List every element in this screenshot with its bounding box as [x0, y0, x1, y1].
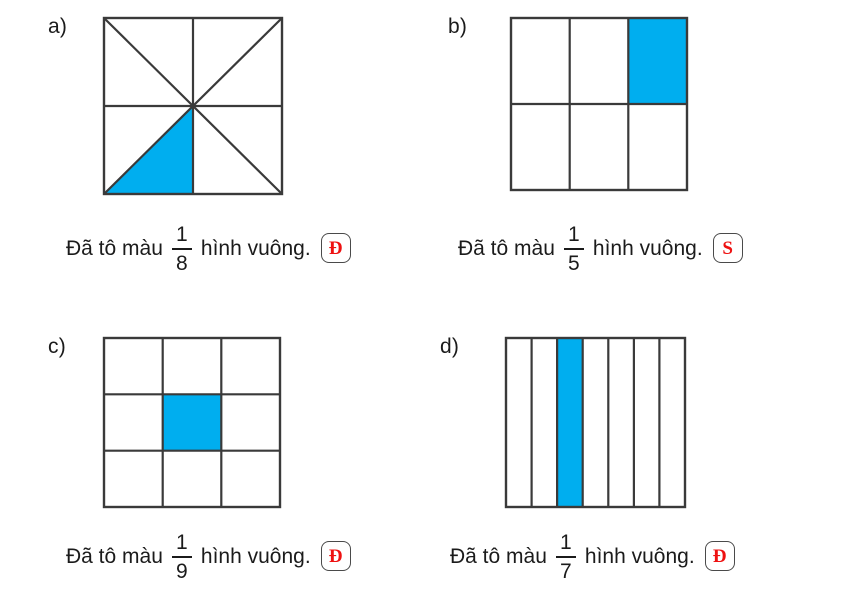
fraction-denominator: 7	[560, 560, 572, 583]
panel-b-caption: Đã tô màu 1 5 hình vuông. S	[458, 223, 743, 275]
fraction-bar	[555, 556, 576, 558]
square-seven-strips-diagram	[504, 336, 687, 509]
panel-b-figure	[507, 14, 691, 198]
fraction-bar	[563, 248, 584, 250]
panel-a-caption: Đã tô màu 1 8 hình vuông. Đ	[66, 223, 351, 275]
diagonal-top-right-to-bottom-left	[103, 17, 283, 195]
fraction-one-fifth: 1 5	[563, 223, 584, 275]
answer-badge-a[interactable]: Đ	[320, 233, 351, 263]
fraction-numerator: 1	[568, 223, 580, 246]
caption-prefix-text: Đã tô màu	[450, 544, 547, 568]
fraction-denominator: 8	[176, 252, 188, 275]
panel-c-label: c)	[48, 335, 66, 358]
shaded-cell-r1c3	[628, 18, 687, 104]
panel-d-label: d)	[440, 335, 460, 358]
fraction-bar	[171, 556, 192, 558]
fraction-one-ninth: 1 9	[171, 531, 192, 583]
answer-badge-d[interactable]: Đ	[704, 541, 735, 571]
answer-badge-b[interactable]: S	[712, 233, 743, 263]
caption-suffix-text: hình vuông.	[200, 236, 311, 260]
caption-suffix-text: hình vuông.	[584, 544, 695, 568]
fraction-numerator: 1	[176, 531, 188, 554]
panel-c-caption: Đã tô màu 1 9 hình vuông. Đ	[66, 531, 351, 583]
fraction-denominator: 5	[568, 252, 580, 275]
shaded-strip-3	[557, 338, 583, 507]
panel-d-caption: Đã tô màu 1 7 hình vuông. Đ	[450, 531, 735, 583]
panel-b-label: b)	[448, 15, 468, 38]
shaded-cell-r2c2	[162, 394, 222, 451]
square-3x2-grid-diagram	[509, 16, 689, 192]
panel-c-figure	[100, 334, 284, 516]
fraction-numerator: 1	[176, 223, 188, 246]
caption-prefix-text: Đã tô màu	[66, 236, 163, 260]
panel-a-label: a)	[48, 15, 68, 38]
panel-d-figure	[502, 334, 692, 516]
square-outline	[504, 336, 687, 509]
fraction-numerator: 1	[560, 531, 572, 554]
square-eighths-diagram	[102, 16, 284, 196]
caption-suffix-text: hình vuông.	[592, 236, 703, 260]
caption-suffix-text: hình vuông.	[200, 544, 311, 568]
panel-a-figure	[100, 14, 286, 198]
caption-prefix-text: Đã tô màu	[66, 544, 163, 568]
caption-prefix-text: Đã tô màu	[458, 236, 555, 260]
fraction-one-seventh: 1 7	[555, 531, 576, 583]
fraction-bar	[171, 248, 192, 250]
answer-badge-c[interactable]: Đ	[320, 541, 351, 571]
square-outline	[102, 336, 282, 509]
fraction-denominator: 9	[176, 560, 188, 583]
fraction-one-eighth: 1 8	[171, 223, 192, 275]
square-3x3-grid-diagram	[102, 336, 282, 509]
